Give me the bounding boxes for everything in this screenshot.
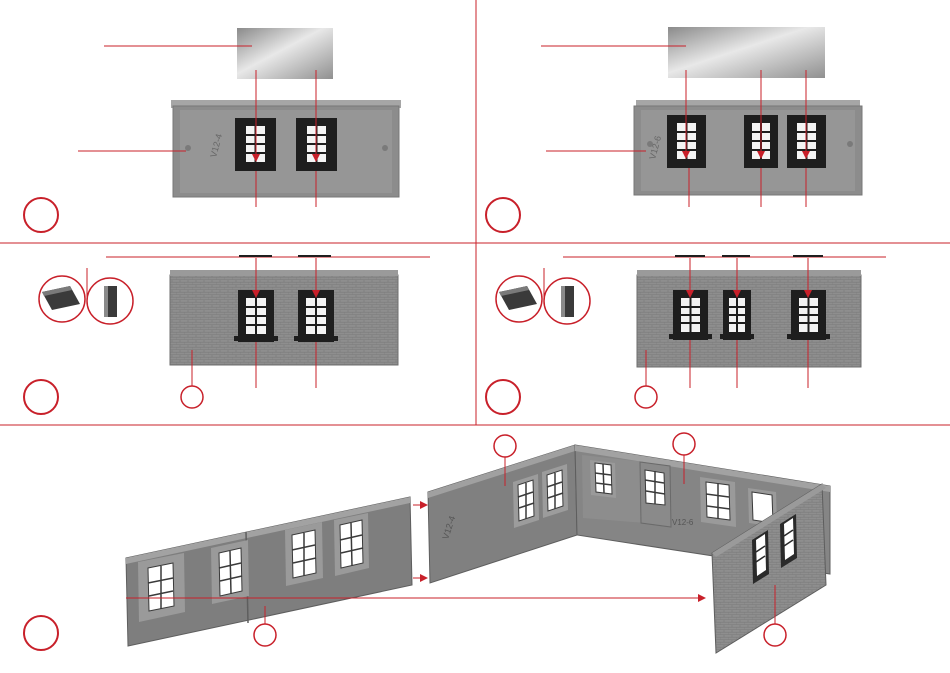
part-marker-icon xyxy=(494,435,516,457)
window-frame xyxy=(669,290,712,340)
window-film xyxy=(668,27,825,78)
smooth-wall-panel: V12-4 xyxy=(171,100,401,197)
part-marker-icon xyxy=(635,386,657,408)
part-marker-icon xyxy=(181,386,203,408)
svg-text:V12-6: V12-6 xyxy=(672,518,694,527)
window-film xyxy=(237,28,333,79)
window-frame xyxy=(234,290,278,342)
window-frame xyxy=(787,290,830,340)
glue-cartridge-icon xyxy=(87,278,133,324)
step-circle-icon xyxy=(486,198,520,232)
step-circle-icon xyxy=(24,380,58,414)
step-3-panel xyxy=(24,256,430,414)
glue-cartridge-icon xyxy=(544,278,590,324)
step-4-panel xyxy=(486,256,886,414)
step-5-panel: V12-4 V12-6 xyxy=(24,433,830,653)
glue-cartridge-icon xyxy=(39,276,85,322)
part-marker-icon xyxy=(673,433,695,455)
brick-wall-panel xyxy=(170,270,398,365)
front-wall-left xyxy=(126,497,412,646)
part-marker-icon xyxy=(254,624,276,646)
step-1-panel: V12-4 xyxy=(24,28,401,232)
step-circle-icon xyxy=(486,380,520,414)
window-frame xyxy=(720,290,754,340)
part-marker-icon xyxy=(764,624,786,646)
side-wall-inner: V12-4 xyxy=(428,445,577,583)
step-circle-icon xyxy=(24,198,58,232)
step-2-panel: V12-6 xyxy=(486,27,862,232)
glue-cartridge-icon xyxy=(496,276,542,322)
window-frame xyxy=(294,290,338,342)
step-circle-icon xyxy=(24,616,58,650)
